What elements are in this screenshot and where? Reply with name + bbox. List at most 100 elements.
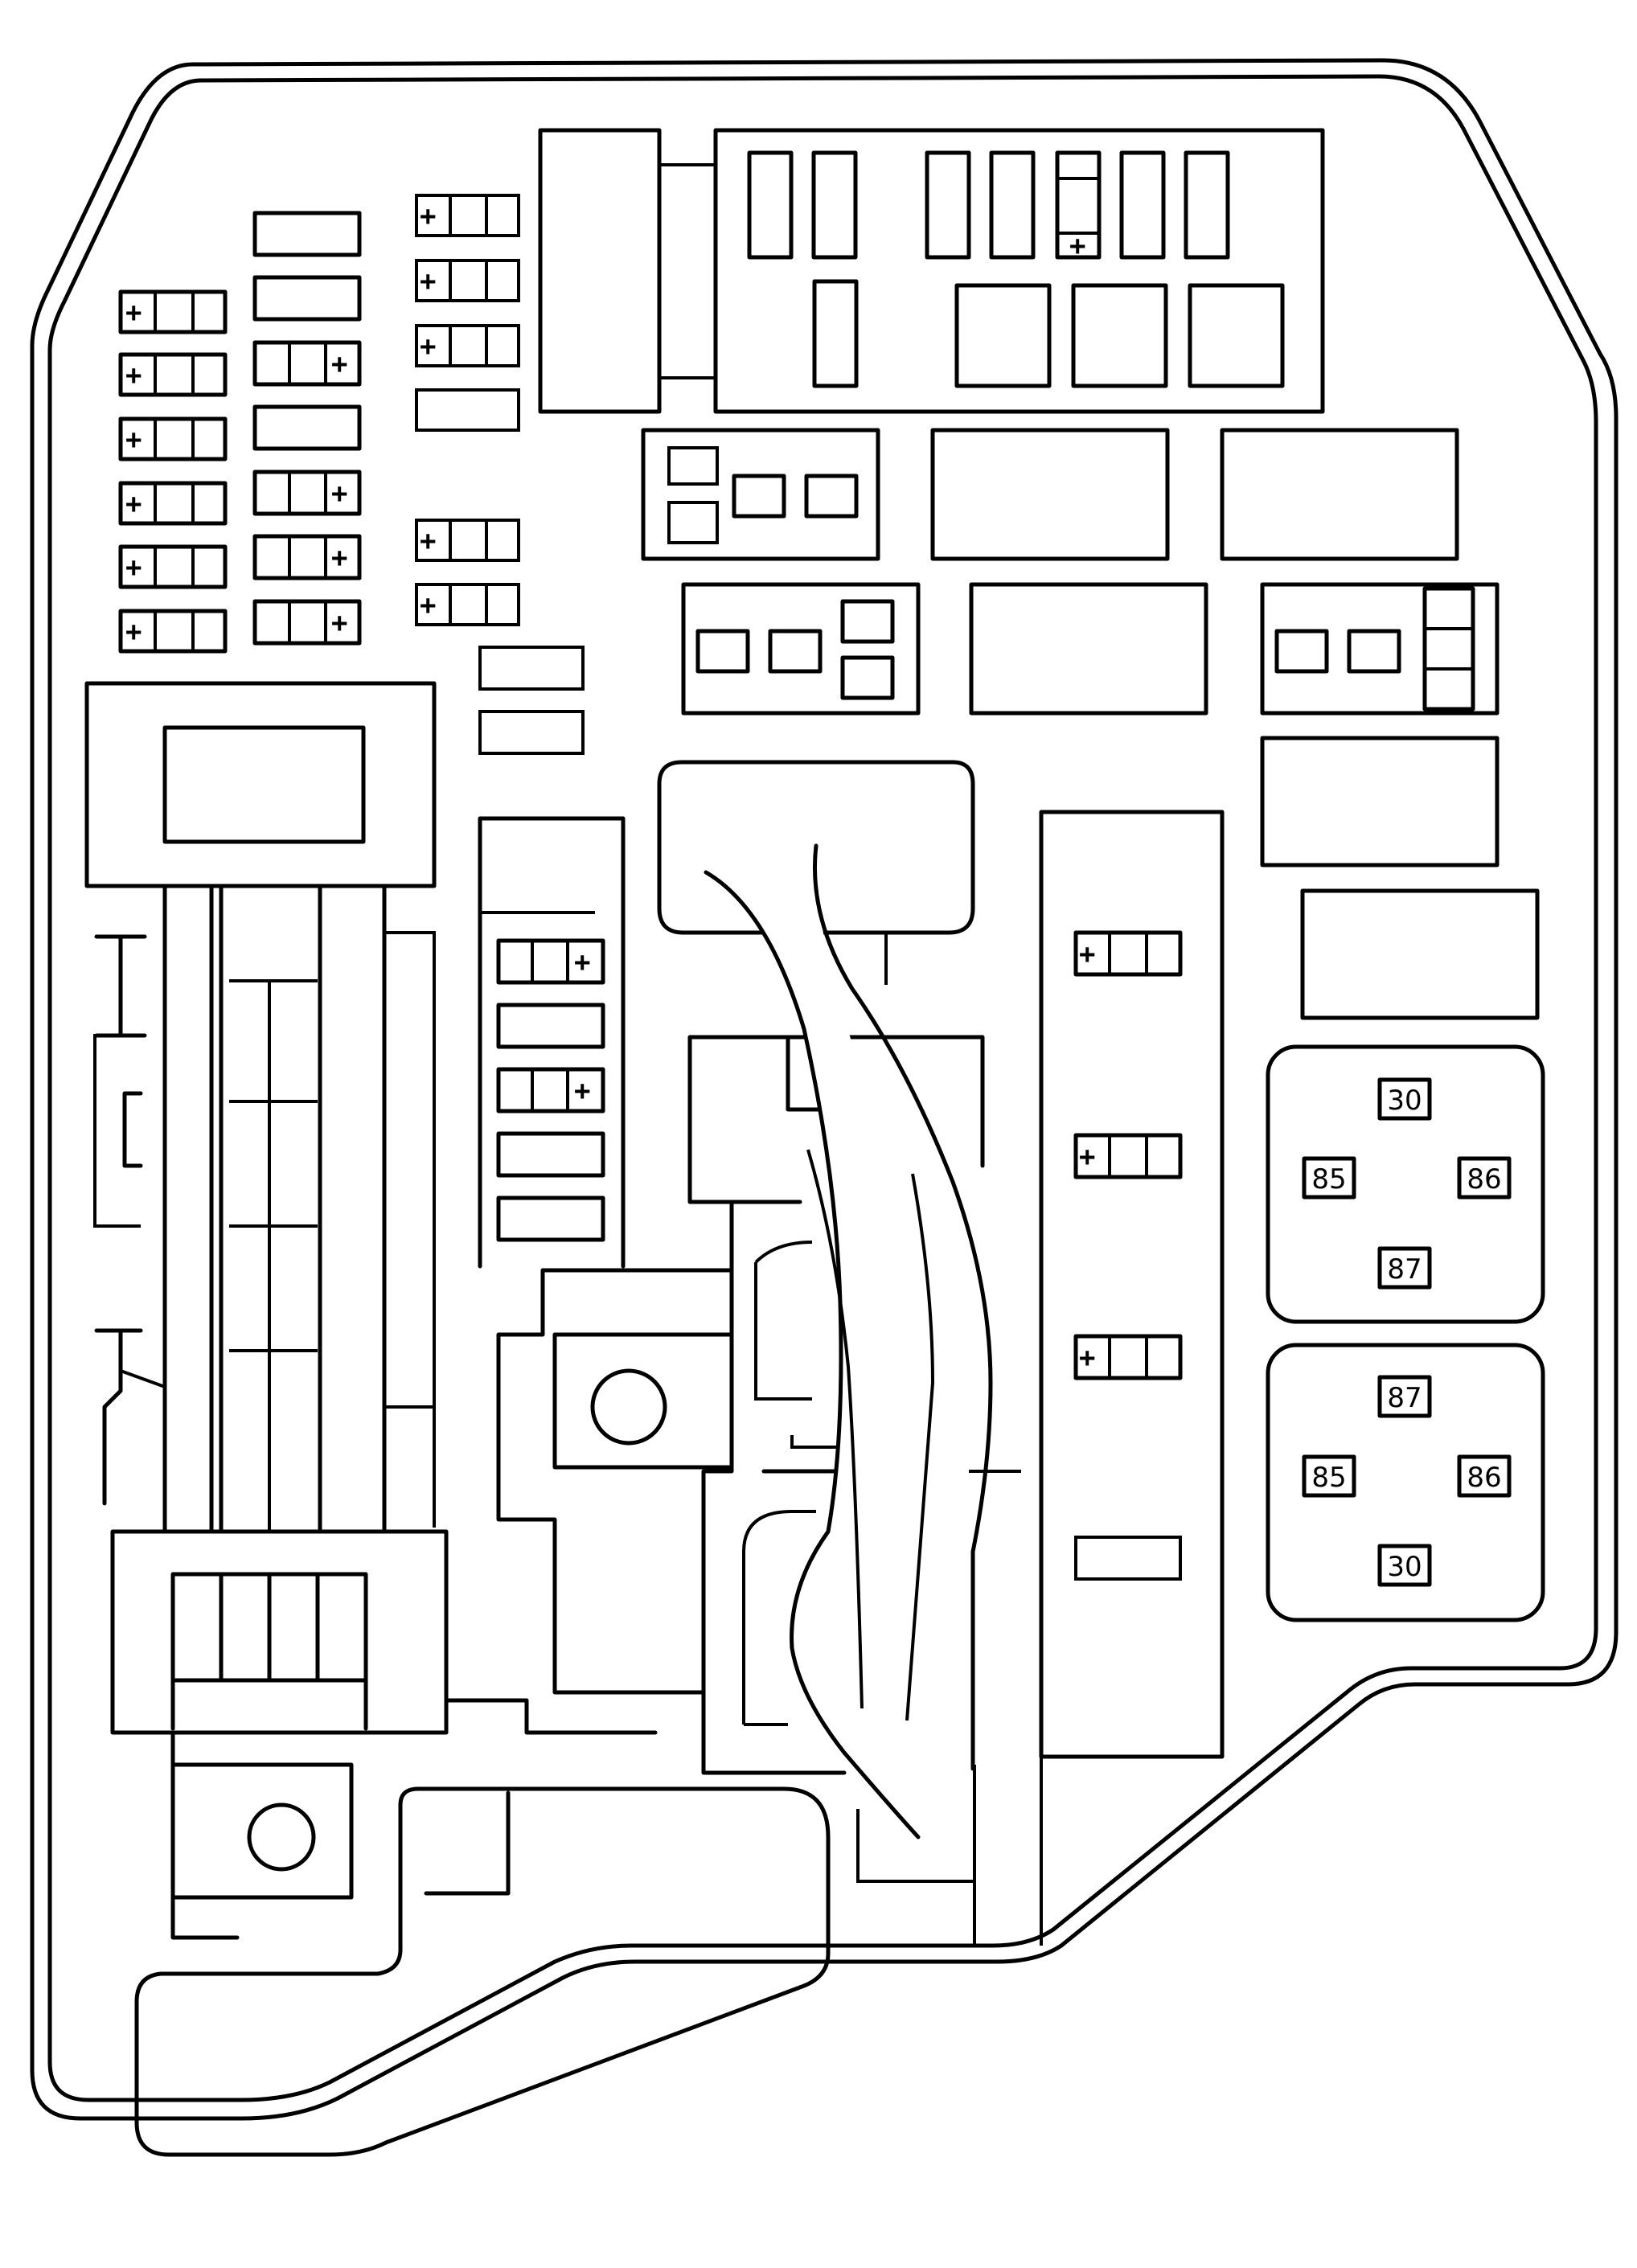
fuse[interactable]: +: [118, 544, 228, 589]
maxi-fuse-marked[interactable]: +: [1055, 150, 1102, 262]
relay-socket-lower[interactable]: 87 85 86 30: [1266, 1343, 1545, 1622]
fuse[interactable]: +: [496, 1067, 605, 1113]
third-fuse-column: + + + + +: [415, 194, 585, 755]
fuse[interactable]: +: [252, 470, 362, 516]
pin-87: 87: [1377, 1246, 1432, 1290]
top-block: +: [538, 128, 1325, 414]
fuse-slot[interactable]: [496, 1003, 605, 1049]
cartridge-fuse[interactable]: [954, 283, 1052, 388]
fuse-slot[interactable]: [252, 404, 362, 451]
terminal-stud-icon: [247, 1803, 316, 1872]
relay[interactable]: [930, 428, 1170, 561]
fusible-link-block[interactable]: [538, 128, 662, 414]
relay-row-2: [681, 582, 1540, 1020]
fuse[interactable]: +: [252, 599, 362, 646]
maxi-fuse[interactable]: [1119, 150, 1166, 260]
pin-label: 86: [1467, 1462, 1501, 1494]
fuse-plus-label: +: [125, 616, 142, 648]
pin-label: 85: [1311, 1163, 1346, 1196]
housing-outer: [30, 58, 1619, 2121]
relay[interactable]: [1260, 736, 1500, 867]
cartridge-fuse[interactable]: [1071, 283, 1168, 388]
relay-socket-upper[interactable]: 30 85 86 87: [1266, 1044, 1545, 1324]
second-fuse-column: + + + +: [252, 211, 362, 646]
fuse-plus-label: +: [331, 542, 347, 574]
fuse-plus-label: +: [125, 297, 142, 329]
fuse[interactable]: +: [415, 583, 520, 626]
pin-85: 85: [1302, 1156, 1356, 1200]
fuse-plus-label: +: [574, 1075, 590, 1107]
fuse-slot[interactable]: [496, 1131, 605, 1178]
terminal-stud-icon: [590, 1368, 667, 1446]
relay[interactable]: [969, 582, 1208, 716]
maxi-fuse-panel: [713, 128, 1325, 414]
fuse[interactable]: +: [118, 609, 228, 654]
relay-block[interactable]: [681, 582, 921, 716]
relay-block[interactable]: [641, 428, 880, 561]
pin-label: 30: [1387, 1085, 1422, 1117]
cartridge-fuse[interactable]: [1188, 283, 1285, 388]
maxi-fuse[interactable]: [989, 150, 1036, 260]
fuse-slot[interactable]: [415, 388, 520, 432]
fuse-plus-label: +: [420, 330, 436, 363]
battery-terminal[interactable]: [170, 1762, 354, 1900]
fuse-plus-label: +: [1069, 230, 1085, 262]
maxi-fuse[interactable]: [1184, 150, 1230, 260]
fuse-plus-label: +: [1079, 938, 1095, 970]
fuse[interactable]: +: [118, 481, 228, 526]
pin-label: 86: [1467, 1163, 1501, 1196]
fuse-slot[interactable]: [496, 1196, 605, 1242]
fuse[interactable]: +: [415, 519, 520, 562]
maxi-fuse[interactable]: [812, 279, 859, 388]
fuse[interactable]: +: [415, 194, 520, 237]
pin-label: 85: [1311, 1462, 1346, 1494]
fuse[interactable]: +: [1073, 1133, 1183, 1179]
pin-87: 87: [1377, 1375, 1432, 1418]
fuse[interactable]: +: [415, 259, 520, 302]
fuse[interactable]: +: [118, 289, 228, 334]
maxi-fuse[interactable]: [811, 150, 858, 260]
main-terminal[interactable]: [552, 1332, 734, 1470]
main-fuse-assembly: [84, 681, 658, 1940]
housing-inner: [47, 74, 1598, 2102]
maxi-fuse[interactable]: [747, 150, 794, 260]
pin-label: 87: [1387, 1253, 1422, 1286]
fuse[interactable]: +: [252, 340, 362, 387]
fuse-plus-label: +: [420, 200, 436, 232]
fuse[interactable]: +: [496, 938, 605, 985]
fuse[interactable]: +: [118, 352, 228, 397]
fuse-slot[interactable]: [1074, 1536, 1182, 1581]
fuse-plus-label: +: [1079, 1342, 1095, 1374]
fuse[interactable]: +: [118, 416, 228, 461]
fuse-plus-label: +: [331, 607, 347, 639]
fuse-plus-label: +: [125, 552, 142, 584]
fuse-plus-label: +: [420, 265, 436, 297]
relay-block[interactable]: [1260, 582, 1500, 716]
fuse-slot[interactable]: [252, 211, 362, 257]
fuse-slot[interactable]: [478, 710, 585, 755]
maxi-fuse[interactable]: [925, 150, 971, 260]
relay[interactable]: [1300, 888, 1540, 1020]
fuse-plus-label: +: [331, 478, 347, 510]
fuse-plus-label: +: [420, 525, 436, 557]
fuse-plus-label: +: [125, 359, 142, 392]
pin-30: 30: [1377, 1077, 1432, 1121]
fuse-slot[interactable]: [252, 275, 362, 322]
fuse[interactable]: +: [1073, 1334, 1183, 1380]
bottom-cover: [134, 1786, 831, 2157]
fuse[interactable]: +: [415, 324, 520, 367]
relay[interactable]: [1220, 428, 1459, 561]
pin-label: 30: [1387, 1551, 1422, 1583]
fuse-slot[interactable]: [478, 646, 585, 691]
center-fuse-column: + +: [478, 816, 626, 1269]
fuse[interactable]: +: [252, 534, 362, 580]
fuse-plus-label: +: [574, 946, 590, 978]
pin-86: 86: [1457, 1156, 1512, 1200]
fuse[interactable]: +: [1073, 930, 1183, 977]
pin-86: 86: [1457, 1454, 1512, 1498]
pin-30: 30: [1377, 1544, 1432, 1587]
fuse-plus-label: +: [125, 488, 142, 520]
fuse-plus-label: +: [125, 424, 142, 456]
wire-harness: [704, 843, 993, 1839]
pin-label: 87: [1387, 1382, 1422, 1414]
